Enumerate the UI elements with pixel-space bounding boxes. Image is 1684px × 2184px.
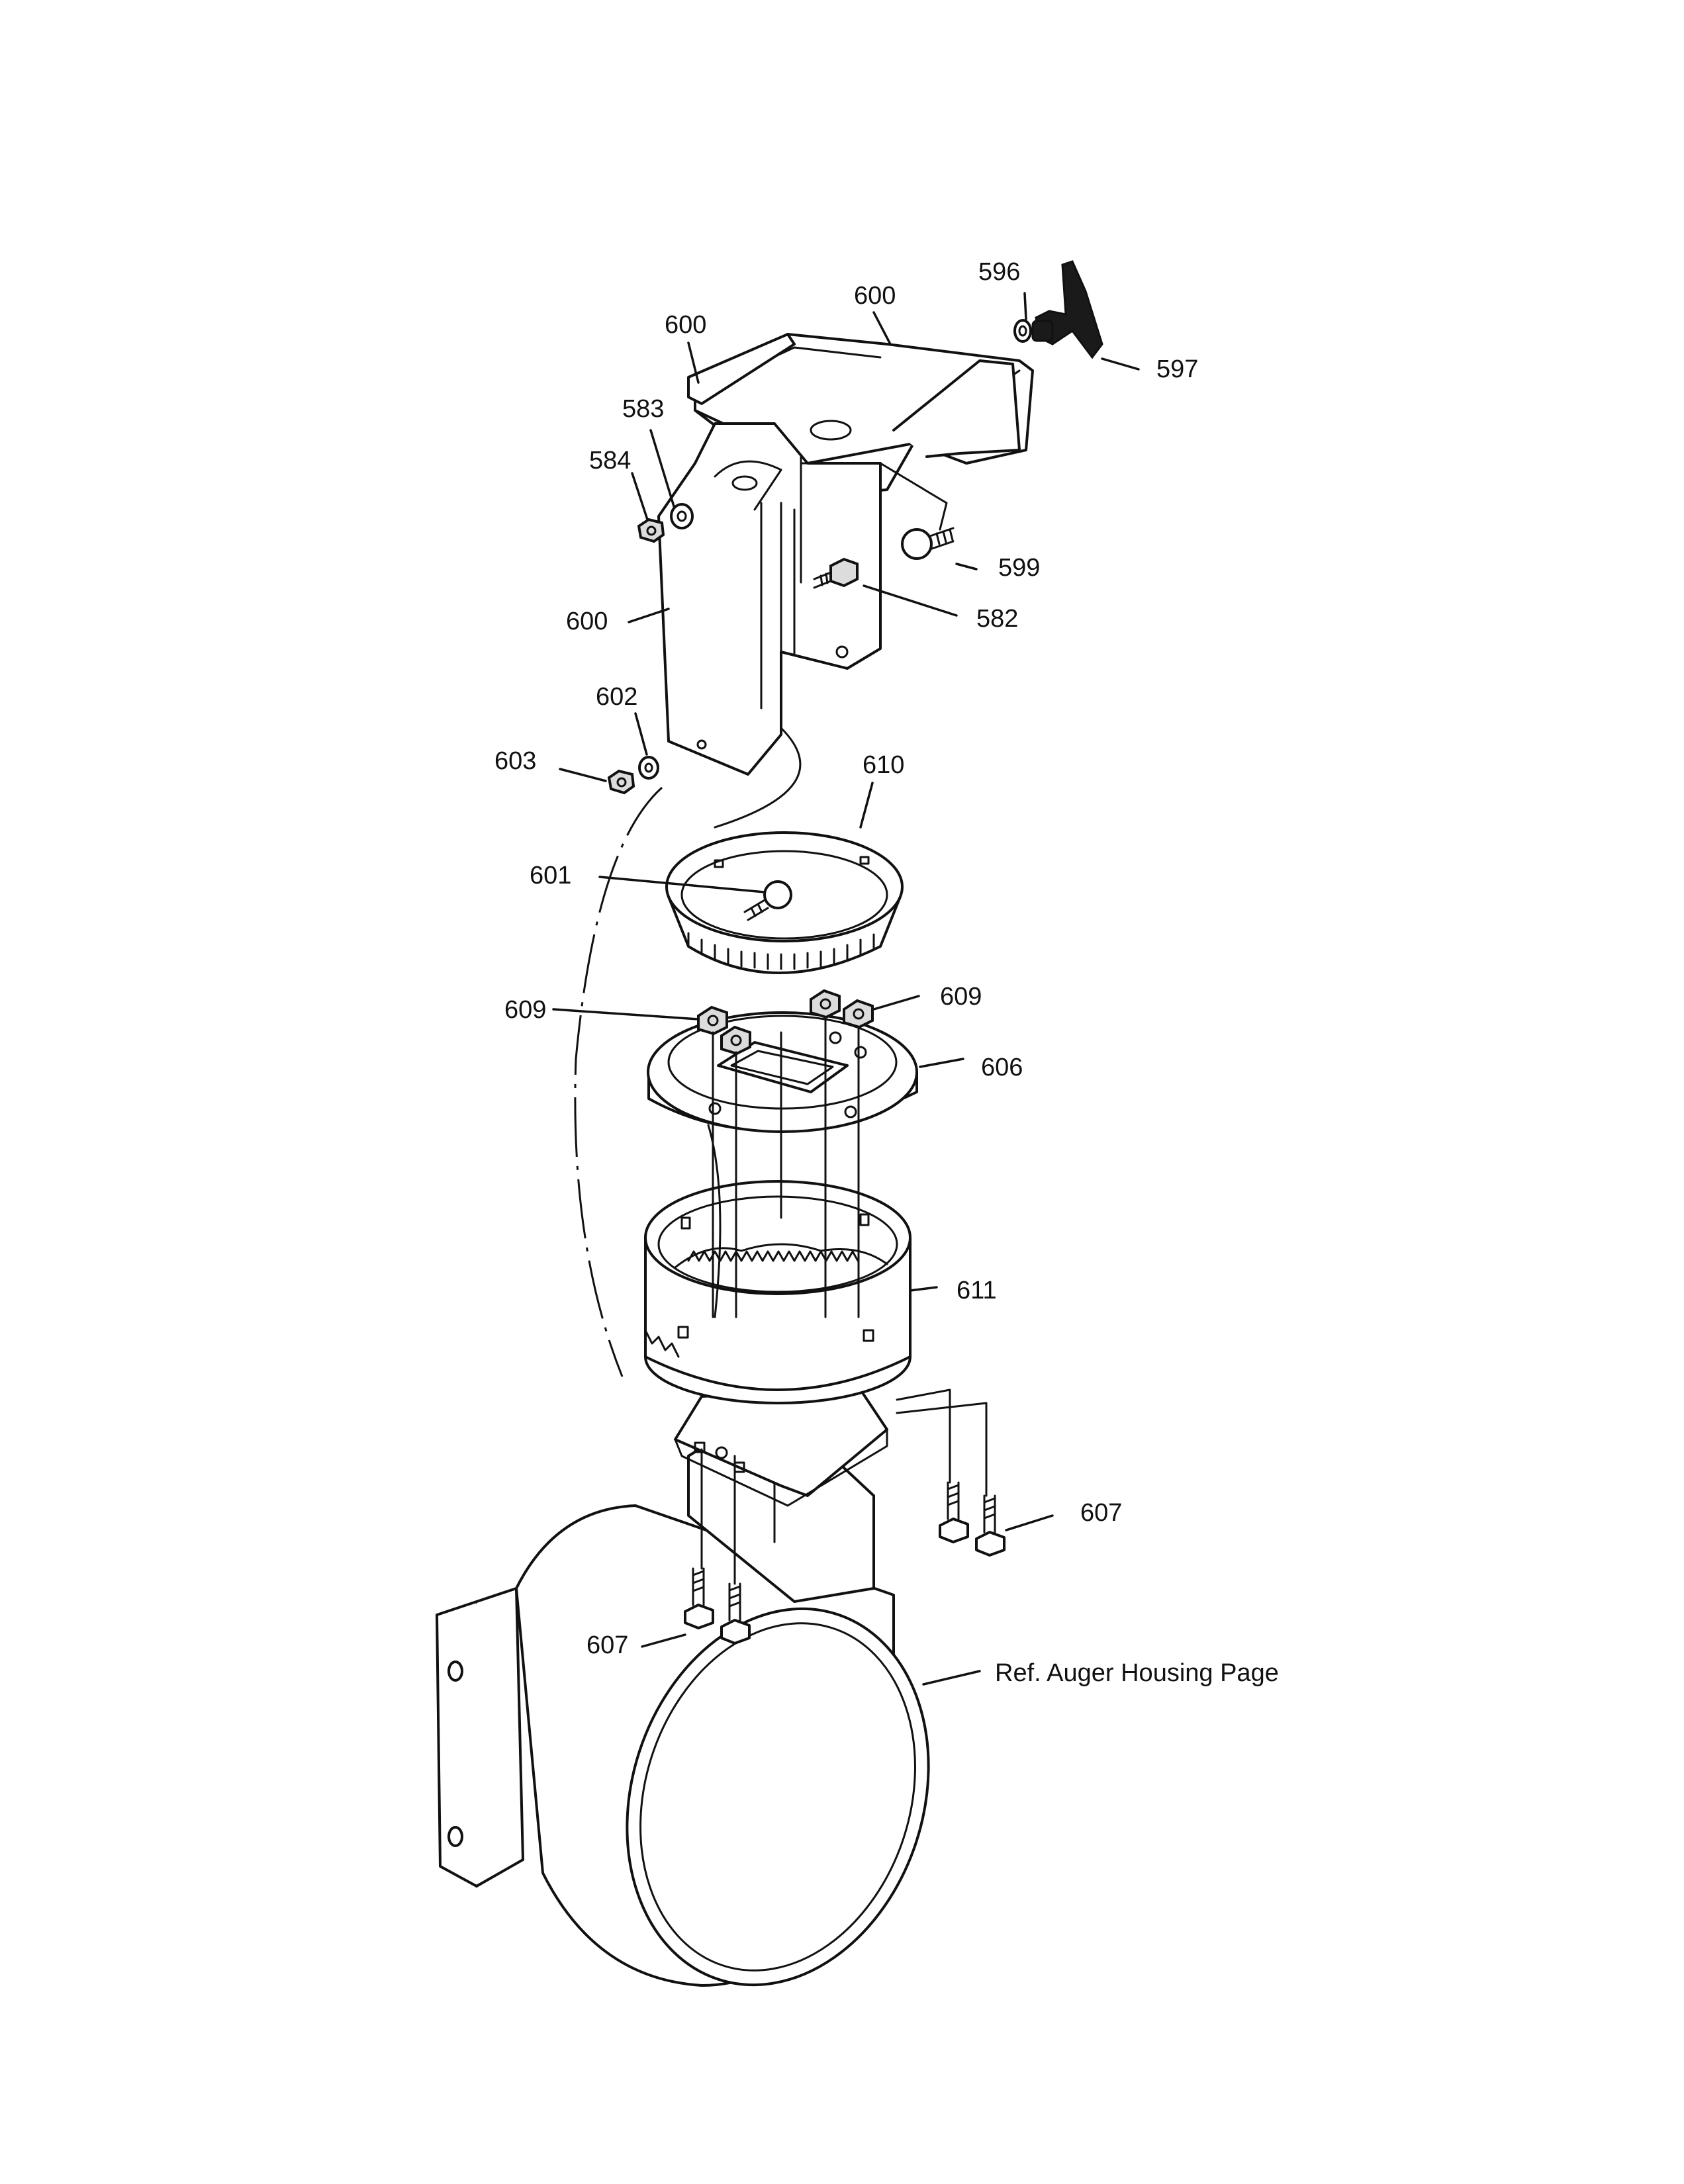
callout-582: 582 xyxy=(976,605,1018,633)
auger-housing-part xyxy=(436,1402,930,1987)
nut-609-c xyxy=(810,989,841,1019)
bolt-599 xyxy=(901,527,955,560)
callout-609-right: 609 xyxy=(940,983,982,1011)
alignment-lines xyxy=(574,455,988,1585)
callout-600-top: 600 xyxy=(854,282,896,310)
callout-600-left: 600 xyxy=(665,311,706,339)
washer-583 xyxy=(670,503,694,529)
nut-609-a xyxy=(697,1005,728,1036)
screw-607-a xyxy=(939,1481,969,1543)
callout-603: 603 xyxy=(494,747,536,775)
callout-600-mid: 600 xyxy=(566,608,608,635)
callout-597: 597 xyxy=(1156,355,1198,383)
chute-ring-611 xyxy=(644,1180,912,1404)
callout-609-left: 609 xyxy=(504,996,546,1024)
knob-597 xyxy=(1031,260,1103,359)
callout-602: 602 xyxy=(596,683,637,711)
callout-607-left: 607 xyxy=(586,1631,628,1659)
callout-labels: 596 600 600 597 583 584 599 582 600 602 … xyxy=(494,258,1279,1687)
screw-607-d xyxy=(720,1582,751,1645)
nut-584 xyxy=(637,518,665,543)
chute-base-plate xyxy=(674,1388,888,1507)
callout-599: 599 xyxy=(998,554,1040,582)
adapter-plate-606 xyxy=(647,1011,918,1133)
washer-596 xyxy=(1013,319,1032,343)
callout-601: 601 xyxy=(530,862,571,889)
reference-auger-housing-note: Ref. Auger Housing Page xyxy=(995,1659,1279,1687)
upper-chute-600 xyxy=(657,333,1034,776)
callout-leaders xyxy=(552,292,1140,1686)
washer-602 xyxy=(638,756,659,780)
callout-583: 583 xyxy=(622,395,664,423)
bolt-582 xyxy=(813,557,859,589)
screw-607-c xyxy=(684,1567,714,1629)
callout-596: 596 xyxy=(978,258,1020,286)
nut-609-d xyxy=(843,999,874,1029)
nut-603 xyxy=(607,769,635,795)
callout-611: 611 xyxy=(957,1277,997,1304)
callout-606: 606 xyxy=(981,1054,1023,1081)
screw-607-b xyxy=(975,1494,1006,1557)
callout-610: 610 xyxy=(863,751,904,779)
callout-607-right: 607 xyxy=(1080,1499,1122,1527)
callout-584: 584 xyxy=(589,447,631,475)
nut-609-b xyxy=(720,1025,751,1056)
bolt-601 xyxy=(743,880,792,921)
